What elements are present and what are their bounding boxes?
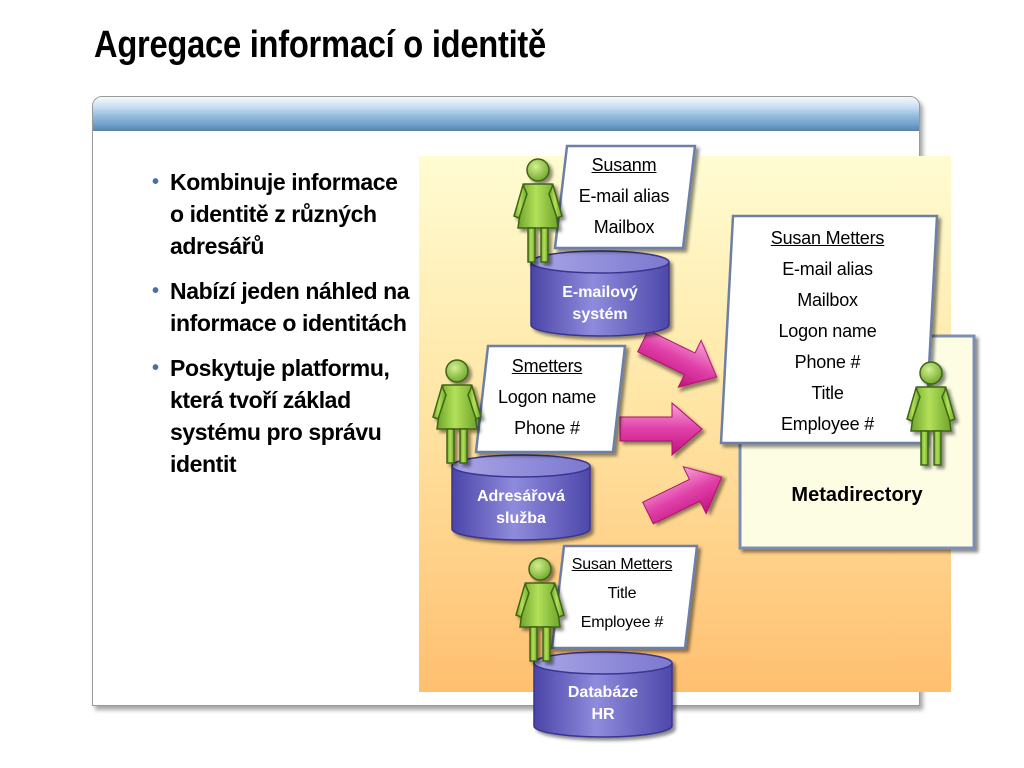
bullet-icon: •	[152, 357, 159, 379]
metadirectory-card-text: Susan Metters E-mail alias Mailbox Logon…	[770, 228, 885, 434]
database-label: Databáze HR	[567, 684, 639, 723]
database-label: E-mailový systém	[562, 284, 638, 323]
bullet-text: Poskytuje platformu, která tvoří základ …	[170, 355, 390, 477]
bullet-text: Kombinuje informace o identitě z různých…	[170, 169, 398, 259]
bullet-text: Nabízí jeden náhled na informace o ident…	[170, 278, 410, 336]
database-label: Adresářová služba	[476, 488, 566, 527]
bullet-icon: •	[152, 280, 159, 302]
bullet-item: • Poskytuje platformu, která tvoří základ…	[152, 352, 414, 480]
bullet-icon: •	[152, 171, 159, 193]
panel-header-bar	[93, 97, 919, 131]
database-icon	[533, 651, 673, 738]
bullet-item: • Nabízí jeden náhled na informace o iden…	[152, 275, 414, 339]
bullet-item: • Kombinuje informace o identitě z různýc…	[152, 166, 414, 262]
page-title: Agregace informací o identitě	[94, 24, 546, 66]
card-text: Susanm E-mail alias Mailbox	[578, 155, 670, 237]
metadirectory-label: Metadirectory	[791, 484, 923, 506]
card-text: Susan Metters Title Employee #	[571, 556, 673, 631]
bullet-list: • Kombinuje informace o identitě z různýc…	[152, 166, 414, 493]
card-text: Smetters Logon name Phone #	[497, 356, 597, 438]
database-icon	[451, 454, 591, 541]
